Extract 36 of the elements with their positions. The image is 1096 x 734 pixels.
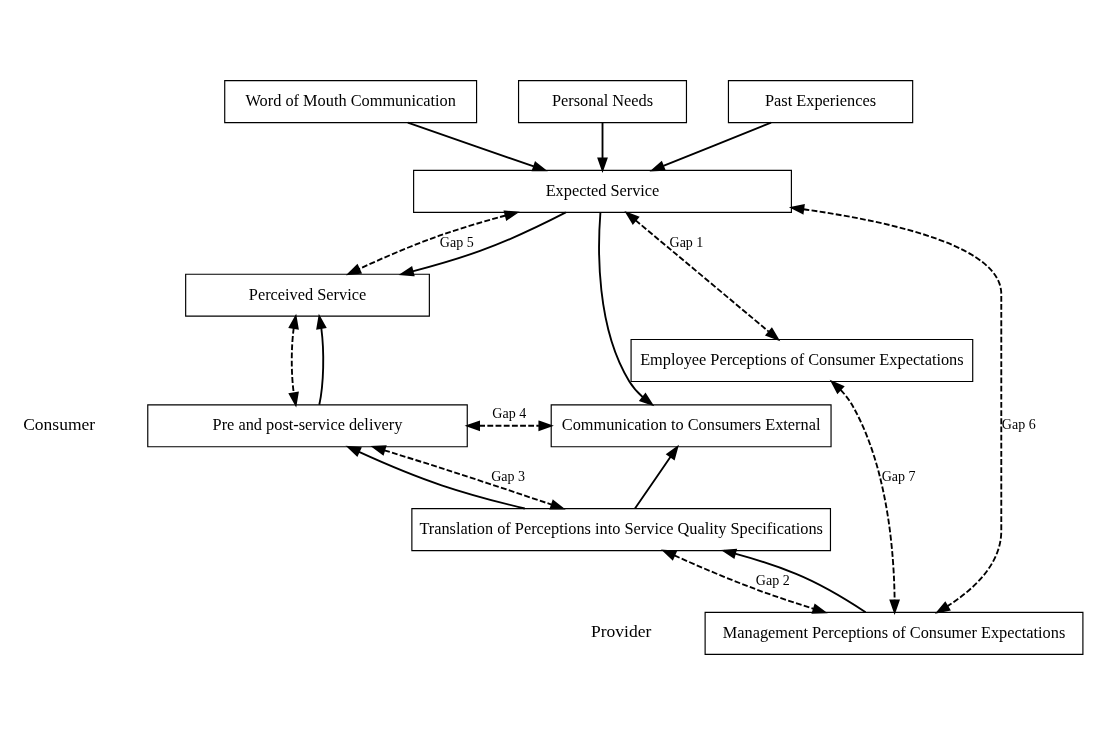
node-box: Personal Needs xyxy=(517,79,688,123)
label: Provider xyxy=(591,620,652,641)
edge-label: Gap 1 xyxy=(669,234,704,250)
node-box: Past Experiences xyxy=(727,79,914,123)
arrow xyxy=(288,313,299,407)
arrow xyxy=(398,211,567,276)
arrow xyxy=(649,121,772,171)
arrow xyxy=(624,210,781,341)
arrow xyxy=(788,203,1003,614)
arrow xyxy=(464,419,554,431)
edge-label: Gap 7 xyxy=(881,468,916,484)
arrow xyxy=(829,379,900,615)
node-box: Communication to Consumers External xyxy=(550,403,832,447)
arrow xyxy=(316,313,327,406)
edge-label: Gap 5 xyxy=(439,234,474,250)
edge-label: Gap 4 xyxy=(492,405,527,421)
arrow xyxy=(720,548,867,613)
node-box: Expected Service xyxy=(413,169,792,213)
edge-label: Gap 3 xyxy=(491,468,525,484)
edge-label: Gap 6 xyxy=(1001,416,1036,432)
arrow xyxy=(406,121,548,171)
node-box: Perceived Service xyxy=(185,273,430,317)
arrow xyxy=(660,548,828,614)
node-box: Management Perceptions of Consumer Expectations xyxy=(704,611,1084,655)
edge-label: Gap 2 xyxy=(755,572,790,588)
arrow xyxy=(345,210,520,275)
node-box: Pre and post-service delivery xyxy=(147,403,468,447)
arrow xyxy=(598,211,655,406)
node-box: Word of Mouth Communication xyxy=(224,79,478,123)
node-box: Employee Perceptions of Consumer Expectations xyxy=(630,338,974,382)
node-box: Translation of Perceptions into Service Quality Specifications xyxy=(411,507,832,551)
arrow xyxy=(634,444,679,509)
label: Consumer xyxy=(23,413,96,434)
arrow xyxy=(345,445,526,509)
arrow xyxy=(597,121,608,173)
arrow xyxy=(370,444,566,510)
